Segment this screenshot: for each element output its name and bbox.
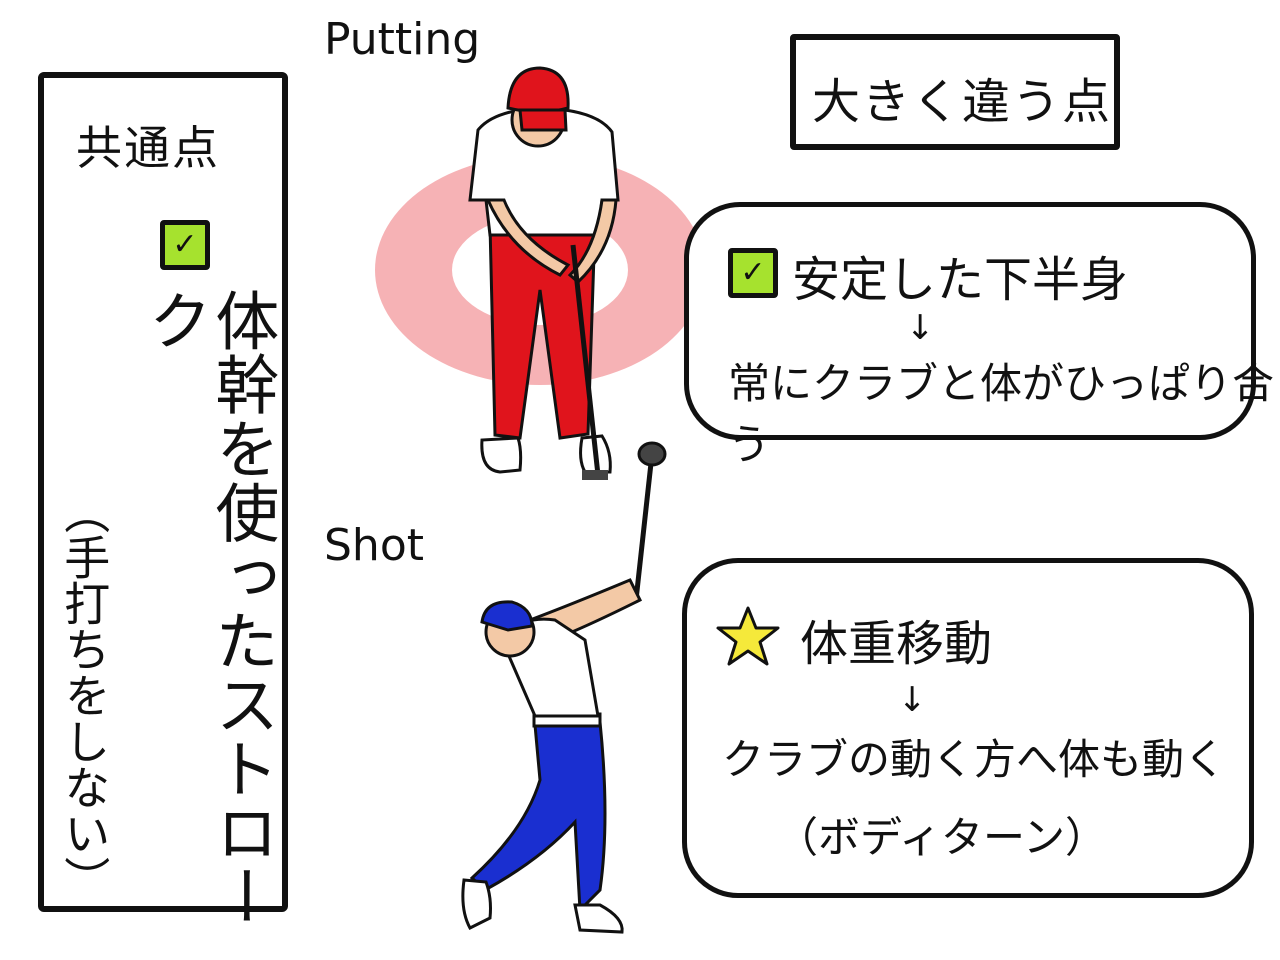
- putting-cap: [506, 66, 570, 114]
- shot-callout-heading: 体重移動: [800, 616, 993, 672]
- check-icon: ✓: [160, 220, 210, 270]
- shot-label: Shot: [324, 520, 424, 571]
- putter-shaft: [570, 244, 601, 476]
- putting-golfer-illustration: [375, 66, 705, 480]
- driver-head: [637, 441, 667, 467]
- putting-callout-body: 常にクラブと体がひっぱり合う: [728, 359, 1275, 469]
- shot-golfer-illustration: [461, 441, 667, 934]
- shot-callout-arrow: ↓: [898, 680, 927, 720]
- common-points-title: 共通点: [76, 121, 220, 175]
- putter-head: [582, 470, 608, 480]
- putting-callout-heading: 安定した下半身: [792, 252, 1129, 308]
- shot-callout-body: クラブの動く方へ体も動く: [722, 735, 1227, 784]
- left-arm: [485, 198, 571, 277]
- shot-pants: [469, 720, 607, 914]
- driver-shaft: [633, 453, 655, 601]
- putting-label: Putting: [324, 14, 481, 65]
- common-points-main-text: 体幹を使ったストローク: [137, 288, 279, 928]
- common-points-sub-text: （手打ちをしない）: [57, 488, 112, 902]
- check-icon: ✓: [728, 248, 778, 298]
- shot-cap: [480, 600, 534, 632]
- difference-title: 大きく違う点: [812, 74, 1113, 130]
- back-shoe: [461, 878, 492, 930]
- difference-title-box: [790, 34, 1120, 150]
- putting-callout-arrow: ↓: [906, 308, 935, 348]
- shot-difference-callout: [682, 558, 1254, 898]
- front-shoe: [573, 903, 624, 934]
- putting-difference-callout: [684, 202, 1256, 440]
- left-shoe: [480, 436, 523, 474]
- star-icon: [716, 606, 780, 666]
- shot-callout-note: （ボディターン）: [776, 813, 1107, 862]
- common-points-box: [38, 72, 288, 912]
